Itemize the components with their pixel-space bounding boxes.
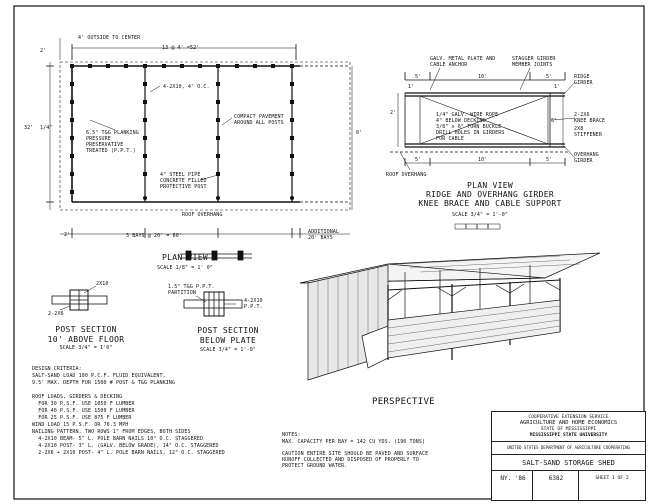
notes-caution: CAUTION ENTIRE SITE SHOULD BE PAVED AND …: [282, 451, 429, 469]
plan-view-drawing: [46, 38, 353, 238]
plan-dim-quarter: 1/4": [40, 125, 53, 131]
perspective-title: PERSPECTIVE: [372, 397, 435, 407]
post2-scale: SCALE 3/4" = 1'-0": [200, 347, 256, 353]
girder-dim-6: 6': [551, 118, 558, 124]
girder-dim-5b: 5': [546, 74, 553, 80]
plan-dim-span: 13 @ 4' =52': [162, 45, 200, 51]
plan-posts: [70, 64, 294, 200]
post2-title-2: BELOW PLATE: [199, 336, 257, 345]
design-criteria-line: 9.5' MAX. DEPTH FOR 1500 # POST & T&G PL…: [32, 380, 176, 386]
design-criteria-heading: DESIGN CRITERIA:: [32, 366, 82, 372]
plan-dim-bottom-small: 2': [64, 232, 71, 238]
post1-label-2x10: 2X10: [96, 281, 109, 287]
tb-line-4: MISSISSIPPI STATE UNIVERSITY: [529, 433, 608, 438]
notes-heading: NOTES:: [282, 432, 301, 438]
girder-note-ridge: RIDGE GIRDER: [574, 74, 593, 86]
tb-code-1: NY. '86: [500, 475, 526, 482]
notes-capacity: MAX. CAPACITY PER BAY = 142 CU YDS. (190…: [282, 439, 426, 445]
tb-title: SALT-SAND STORAGE SHED: [522, 459, 615, 467]
design-criteria-line: [32, 387, 225, 394]
plan-dim-outside: 4' OUTSIDE TO CENTER: [78, 35, 141, 41]
title-block: COOPERATIVE EXTENSION SERVICE AGRICULTUR…: [491, 411, 646, 501]
post1-scale: SCALE 3/4" = 1'0": [59, 345, 113, 351]
plan-dim-right: 8': [356, 130, 363, 136]
girder-dim-5a: 5': [415, 74, 422, 80]
post1-title-2: 10' ABOVE FLOOR: [47, 335, 125, 344]
plan-additional-bays: ADDITIONAL 20' BAYS: [308, 229, 340, 241]
post2-title-1: POST SECTION: [197, 326, 259, 335]
small-plan-scale: SCALE 1/8" = 1' 0": [157, 265, 213, 271]
small-plan-drawing: [180, 250, 252, 261]
post2-label-2x10: 4-2X10 P.P.T.: [244, 298, 263, 310]
girder-note-metal-plate: GALV. METAL PLATE AND CABLE ANCHOR: [430, 56, 496, 68]
plan-note-pipe: 4" STEEL PIPE CONCRETE FILLED PROTECTIVE…: [160, 172, 207, 190]
plan-note-planking: 6.5" T&G PLANKING PRESSURE PRESERVATIVE …: [86, 130, 139, 154]
post-section-1-drawing: [51, 285, 108, 311]
girder-note-knee: 2-2X6 KNEE BRACE: [574, 112, 606, 124]
girder-dim-1a: 1': [408, 84, 415, 90]
girder-note-wire-rope: 1/4" GALV. WIRE ROPE 4" BELOW DECKING 3/…: [436, 112, 505, 142]
small-plan-title: PLAN VIEW: [161, 253, 209, 262]
plan-roof-overhang: ROOF OVERHANG: [182, 212, 223, 218]
design-criteria-line: SALT-SAND LOAD 100 P.C.F. FLUID EQUIVALE…: [32, 373, 166, 379]
sheet-border: [13, 5, 645, 500]
plan-dim-depth: 32': [24, 125, 34, 131]
plan-dim-left-small: 2': [40, 48, 47, 54]
girder-dim-10a: 10': [478, 74, 488, 80]
perspective-drawing: [299, 252, 601, 381]
tb-line-1: COOPERATIVE EXTENSION SERVICE: [528, 415, 609, 420]
design-criteria-line: 2-2X6 + 2X10 POST- 4" L. POLE BARN NAILS…: [32, 450, 225, 456]
plan-dim-bottom-span: 3 BAYS @ 20' = 60': [126, 233, 182, 239]
design-criteria-line: FOR 25 P.S.F. USE 875 F LUMBER: [32, 415, 132, 421]
tb-code-2: 6382: [548, 475, 564, 482]
girder-title-2: RIDGE AND OVERHANG GIRDER: [426, 190, 554, 199]
tb-line-2: AGRICULTURE AND HOME ECONOMICS: [519, 420, 618, 426]
design-criteria-line: ROOF LOADS, GIRDERS & DECKING: [32, 394, 123, 400]
design-criteria-line: 4-2X10 POST- 3" L. (GALV. BELOW GRADE), …: [32, 443, 219, 449]
design-criteria-line: NAILING PATTERN, TWO ROWS 1" FROM EDGES,…: [32, 429, 191, 435]
girder-plan-drawing: [390, 67, 576, 230]
girder-note-overhang: OVERHANG GIRDER: [574, 152, 599, 164]
tb-line-3: STATE OF MISSISSIPPI: [540, 427, 597, 432]
design-criteria-list: SALT-SAND LOAD 100 P.C.F. FLUID EQUIVALE…: [32, 373, 225, 457]
tb-sheet: SHEET 1 OF 2: [595, 476, 629, 481]
girder-title-3: KNEE BRACE AND CABLE SUPPORT: [418, 199, 562, 208]
girder-title-1: PLAN VIEW: [466, 181, 514, 190]
post1-title-1: POST SECTION: [55, 325, 117, 334]
plan-note-girder: 4-2X10, 4' O.C.: [163, 84, 210, 90]
plan-note-pavement: COMPACT PAVEMENT AROUND ALL POSTS: [234, 114, 284, 126]
design-criteria-line: FOR 40 P.S.F. USE 1500 F LUMBER: [32, 408, 135, 414]
girder-dim-10b: 10': [478, 157, 488, 163]
girder-scale: SCALE 3/4" = 1'-0": [452, 212, 508, 218]
girder-note-stagger: STAGGER GIRDER MEMBER JOINTS: [512, 56, 556, 68]
girder-note-stiffener: 2X8 STIFFENER: [574, 126, 602, 138]
girder-dim-2: 2': [390, 110, 397, 116]
girder-note-roof-overhang: ROOF OVERHANG: [386, 172, 427, 178]
design-criteria-line: FOR 30 P.S.F. USE 1050 F LUMBER: [32, 401, 135, 407]
post-section-2-drawing: [183, 291, 243, 317]
post1-label-2x6: 2-2X6: [48, 311, 64, 317]
girder-dim-1b: 1': [554, 84, 561, 90]
post2-label-partition: 1.5" T&G P.P.T. PARTITION: [168, 284, 215, 296]
tb-line-5: UNITED STATES DEPARTMENT OF AGRICULTURE …: [507, 445, 630, 450]
design-criteria-line: WIND LOAD 15 P.S.F. OR 76.3 MPH: [32, 422, 129, 428]
design-criteria-line: 4-2X10 BEAM- 5" L. POLE BARN NAILS 10" O…: [32, 436, 204, 442]
girder-dim-5c: 5': [415, 157, 422, 163]
girder-dim-5d: 5': [546, 157, 553, 163]
